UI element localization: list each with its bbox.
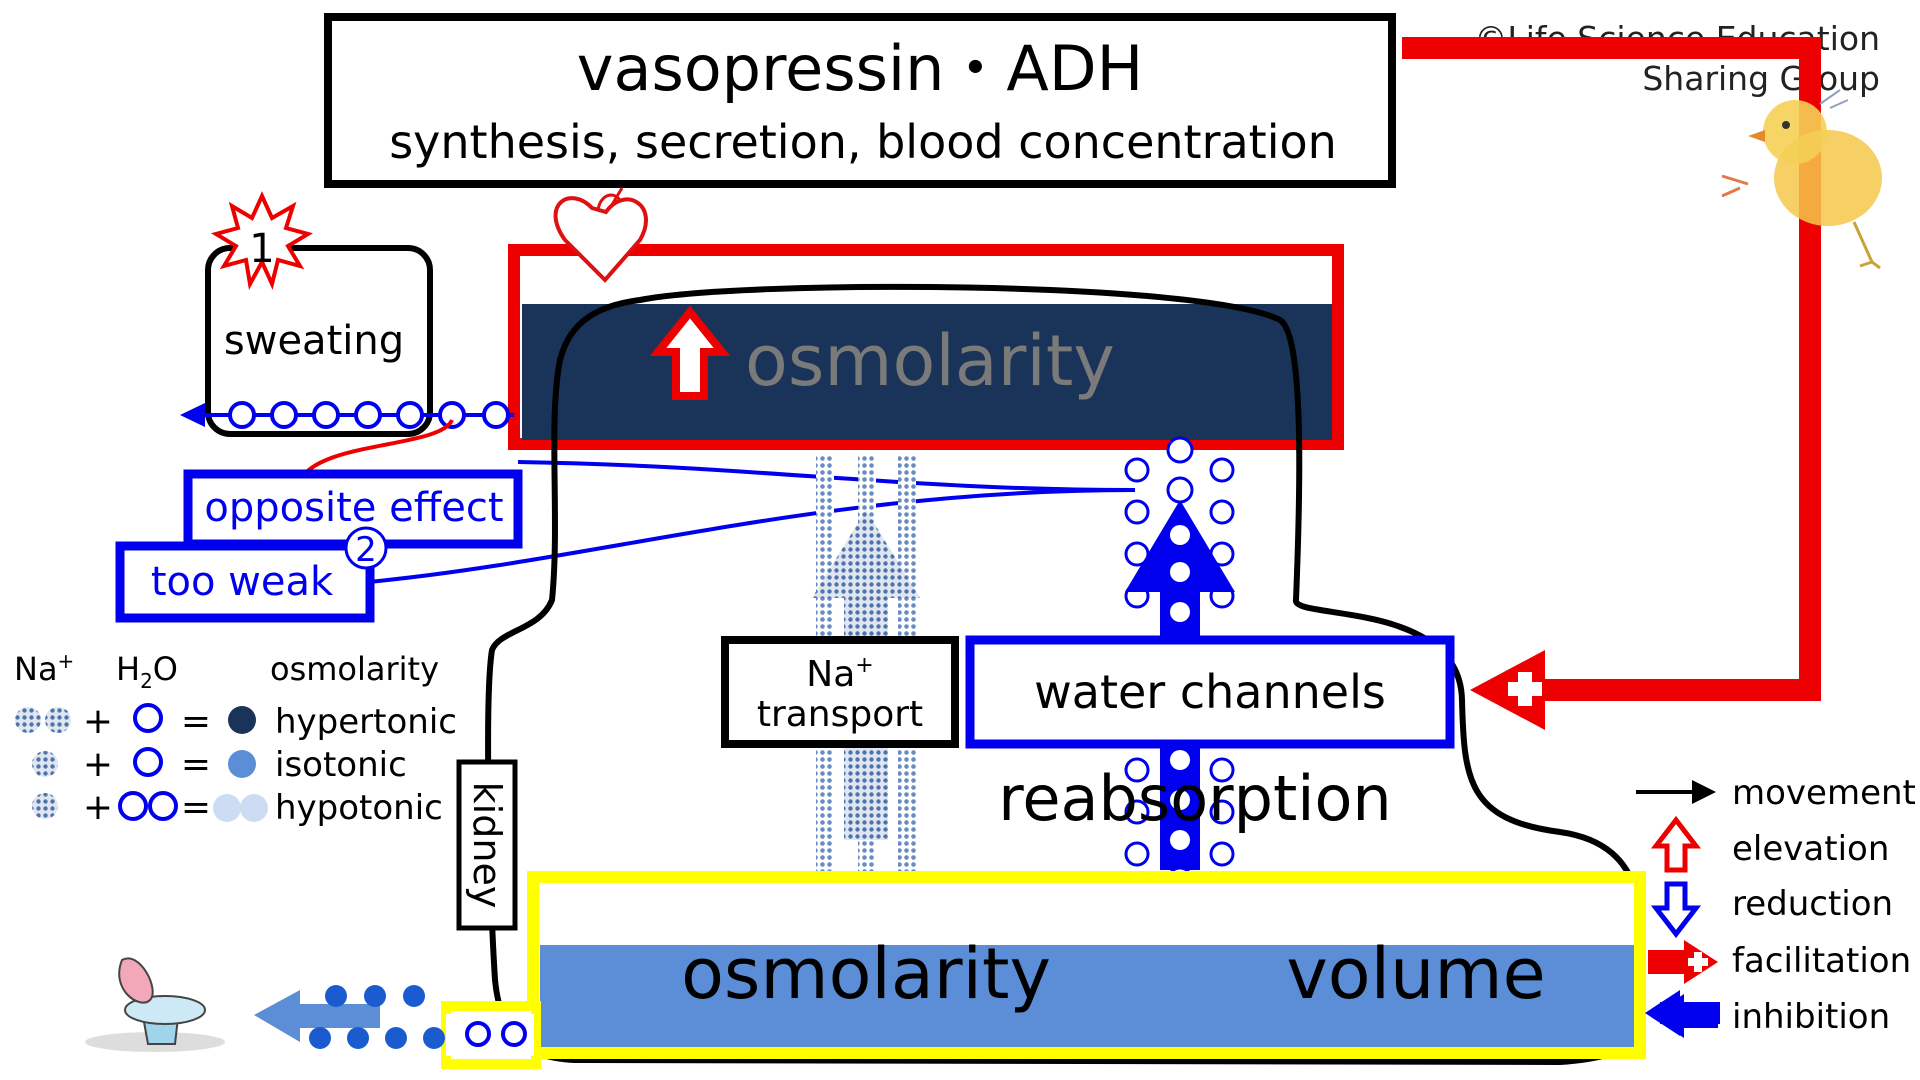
movement-arrow-icon: [1636, 780, 1716, 804]
na-transport-sup: +: [855, 653, 873, 678]
tonicity-key: Na+ H2O osmolarity + = hypertonic + = is…: [14, 649, 457, 828]
sweating-badge: 1: [210, 191, 314, 291]
too-weak-badge: 2: [344, 526, 388, 570]
key-label-hypertonic: hypertonic: [275, 702, 457, 742]
kidney-label-box: kidney: [456, 759, 518, 931]
blood-osmolarity-label: osmolarity: [745, 320, 1115, 402]
key-header-na-text: Na: [14, 650, 58, 688]
water-channels-box: water channels: [965, 635, 1455, 749]
facilitation-arrow-icon: [1648, 940, 1718, 984]
legend-reduction-label: reduction: [1732, 884, 1893, 924]
sweating-badge-number: 1: [249, 226, 274, 272]
key-equals: =: [181, 787, 211, 828]
key-row-isotonic: + = isotonic: [32, 744, 407, 785]
key-header-na-sup: +: [58, 649, 75, 673]
opposite-effect-label: opposite effect: [204, 485, 503, 531]
legend-facilitation-label: facilitation: [1732, 941, 1911, 981]
legend-inhibition: inhibition: [1650, 994, 1890, 1038]
legend: movement elevation reduction facilitatio…: [1636, 773, 1916, 1038]
title-main: vasopressin・ADH: [577, 32, 1143, 105]
sweating-label: sweating: [224, 318, 404, 364]
na-transport-line1: Na: [806, 654, 855, 695]
adh-feedback-arrow: [1402, 37, 1821, 730]
key-plus: +: [83, 787, 113, 828]
reduction-arrow-icon: [1650, 881, 1702, 939]
title-box: vasopressin・ADH synthesis, secretion, bl…: [324, 13, 1396, 188]
na-transport-box: Na+ transport: [721, 636, 959, 748]
urine-osmolarity-label: osmolarity: [681, 933, 1051, 1015]
too-weak-box: too weak: [115, 541, 375, 623]
legend-reduction: reduction: [1650, 881, 1893, 939]
key-row-hypertonic: + = hypertonic: [15, 701, 457, 742]
blood-compartment: osmolarity: [508, 187, 1344, 450]
reabsorption-label: reabsorption: [998, 762, 1391, 835]
urine-excretion-arrow: [254, 985, 445, 1049]
urine-output-duct: [441, 1001, 541, 1069]
key-label-isotonic: isotonic: [275, 745, 407, 785]
elevation-arrow-icon: [649, 305, 731, 400]
key-header-h2o-h: H: [116, 650, 140, 688]
key-header-h2o-o: O: [153, 650, 178, 688]
key-plus: +: [83, 701, 113, 742]
na-transport-label: Na+: [806, 653, 873, 695]
key-header-h2o: H2O: [116, 650, 178, 693]
key-header-h2o-sub: 2: [140, 669, 153, 693]
too-weak-label: too weak: [151, 559, 334, 605]
kidney-label: kidney: [465, 782, 509, 909]
legend-movement-label: movement: [1732, 773, 1916, 813]
legend-facilitation: facilitation: [1648, 940, 1911, 984]
toilet-icon: [85, 957, 225, 1052]
legend-elevation-label: elevation: [1732, 829, 1889, 869]
key-plus: +: [83, 744, 113, 785]
key-equals: =: [181, 701, 211, 742]
key-equals: =: [181, 744, 211, 785]
inhibition-arrow-icon: [1650, 994, 1718, 1038]
heart-icon: [553, 187, 648, 283]
urine-compartment: osmolarity volume: [527, 871, 1646, 1059]
key-row-hypotonic: + = hypotonic: [32, 787, 443, 828]
water-channels-label: water channels: [1034, 665, 1386, 719]
sweat-water-molecules: [228, 401, 510, 429]
elevation-arrow-icon: [1650, 815, 1702, 873]
facilitation-arrow-icon: [1470, 650, 1545, 730]
key-header-osmolarity: osmolarity: [270, 650, 439, 688]
title-sub: synthesis, secretion, blood concentratio…: [389, 115, 1337, 169]
sweating-box: sweating: [205, 245, 433, 437]
too-weak-connector: [367, 488, 1136, 584]
legend-movement: movement: [1636, 773, 1916, 813]
copyright-line2: Sharing Group: [1642, 59, 1880, 98]
legend-elevation: elevation: [1650, 815, 1889, 873]
key-label-hypotonic: hypotonic: [275, 788, 443, 828]
legend-inhibition-label: inhibition: [1732, 997, 1890, 1037]
key-header-na: Na+: [14, 649, 74, 688]
urine-volume-label: volume: [1286, 933, 1545, 1015]
chick-icon: [1721, 89, 1882, 270]
na-transport-line2: transport: [757, 694, 923, 735]
too-weak-badge-number: 2: [355, 530, 377, 570]
